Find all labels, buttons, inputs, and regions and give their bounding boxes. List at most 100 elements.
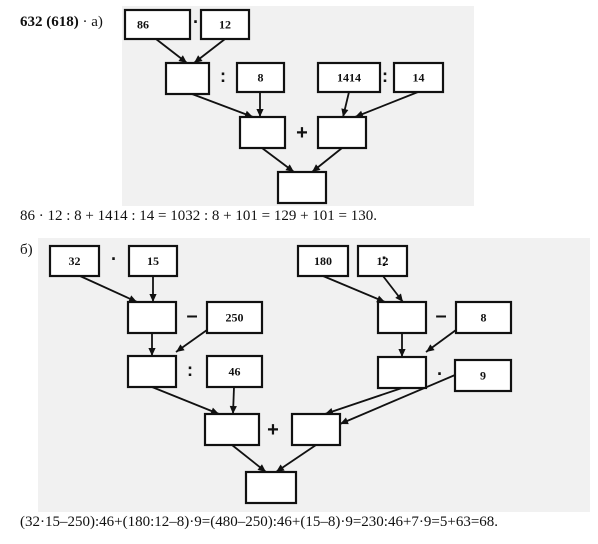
box-value: 9 (480, 369, 486, 383)
box-outline (276, 170, 328, 205)
box-outline (290, 412, 342, 447)
operator-symbol: – (186, 305, 197, 327)
box-outline (454, 300, 513, 335)
arrowhead (149, 294, 157, 302)
operator-symbol: · (437, 364, 443, 384)
arrow-edge (354, 91, 419, 118)
arrowhead (176, 344, 185, 352)
arrowhead (257, 464, 266, 472)
operand-box: 1414 (316, 61, 382, 94)
arrowhead (376, 295, 385, 303)
operator-symbol: · (111, 249, 117, 269)
operand-box: 12 (199, 8, 251, 41)
arrow-edge (322, 275, 386, 303)
part-b-label: б) (20, 242, 33, 258)
operator-symbol: · (193, 12, 199, 32)
operator-symbol: – (435, 305, 446, 327)
box-outline (203, 412, 261, 447)
operator-symbol: + (267, 419, 279, 441)
arrowhead (426, 344, 435, 352)
box-value: 1414 (337, 71, 361, 85)
operator-symbol: : (381, 250, 387, 270)
operator-symbol: : (382, 66, 388, 86)
operand-box: 9 (453, 358, 513, 393)
box-outline (453, 358, 513, 393)
box-outline (126, 354, 178, 389)
arrowhead (229, 405, 237, 414)
operator-symbol: : (220, 66, 226, 86)
empty-result-box (238, 115, 287, 150)
box-outline (356, 244, 409, 278)
arrow-edge (79, 275, 138, 303)
operand-box: 8 (454, 300, 513, 335)
box-outline (127, 244, 179, 278)
empty-result-box (316, 115, 368, 150)
arrowhead (178, 55, 187, 63)
operand-box: 12 (356, 244, 409, 278)
arrowhead (244, 110, 253, 118)
box-value: 12 (377, 254, 389, 268)
box-outline (199, 8, 251, 41)
empty-result-box (276, 170, 328, 205)
arrowhead (276, 464, 285, 472)
arrow-edge (324, 387, 403, 415)
box-outline (126, 300, 178, 335)
part-a-solution: 86 · 12 : 8 + 1414 : 14 = 1032 : 8 + 101… (20, 208, 378, 224)
box-outline (316, 61, 382, 94)
arrowhead (312, 164, 321, 172)
box-outline (376, 355, 428, 390)
box-outline (205, 354, 264, 389)
box-value: 46 (229, 365, 241, 379)
empty-result-box (376, 300, 428, 335)
box-outline (316, 115, 368, 150)
box-outline (296, 244, 350, 278)
arrowhead (148, 348, 156, 356)
box-value: 15 (147, 254, 159, 268)
arrowhead (285, 164, 294, 172)
arrowhead (395, 293, 403, 302)
box-outline (123, 8, 192, 41)
part-a-label: · а) (82, 14, 103, 30)
arrowhead (256, 109, 264, 117)
box-outline (164, 61, 211, 96)
arrow-edge (275, 444, 317, 473)
operand-box: 250 (205, 300, 264, 335)
arrow-edge (339, 374, 456, 425)
box-value: 180 (314, 254, 332, 268)
box-outline (376, 300, 428, 335)
box-value: 12 (219, 18, 231, 32)
empty-result-box (244, 470, 298, 505)
arrowhead (341, 108, 349, 117)
box-outline (238, 115, 287, 150)
problem-number: 632 (618) (20, 14, 79, 30)
box-outline (244, 470, 298, 505)
operand-box: 8 (235, 61, 286, 94)
empty-result-box (164, 61, 211, 96)
operand-box: 14 (392, 61, 445, 94)
box-value: 32 (69, 254, 81, 268)
arrowhead (210, 407, 219, 415)
arrowhead (194, 55, 203, 63)
operator-symbol: + (296, 122, 308, 144)
empty-result-box (203, 412, 261, 447)
box-value: 14 (413, 71, 425, 85)
empty-result-box (376, 355, 428, 390)
operand-box: 86 (123, 8, 192, 41)
box-outline (205, 300, 264, 335)
arrowhead (340, 417, 349, 425)
arrow-edge (191, 93, 254, 118)
box-value: 8 (481, 311, 487, 325)
part-b-solution: (32·15–250):46+(180:12–8)·9=(480–250):46… (20, 514, 499, 530)
box-outline (392, 61, 445, 94)
problem-header: 632 (618) · а) (20, 14, 103, 31)
empty-result-box (126, 354, 178, 389)
box-outline (48, 244, 101, 278)
operand-box: 32 (48, 244, 101, 278)
operand-box: 46 (205, 354, 264, 389)
operand-box: 180 (296, 244, 350, 278)
operator-symbol: : (187, 360, 193, 380)
box-outline (235, 61, 286, 94)
box-value: 250 (226, 311, 244, 325)
box-value: 86 (137, 18, 149, 32)
